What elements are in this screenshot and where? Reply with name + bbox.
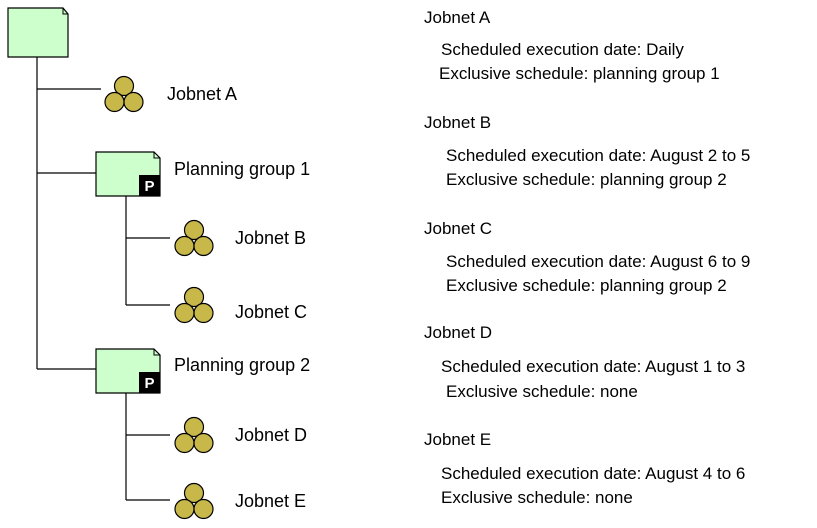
- tree-connectors: [36, 57, 170, 501]
- planning-group-1-label: Planning group 1: [174, 159, 310, 179]
- planning-badge-icon: [139, 372, 160, 393]
- jobnet-c-label: Jobnet C: [235, 302, 307, 322]
- jobnet-a-node[interactable]: Jobnet A: [104, 75, 237, 113]
- jobnet-a-label: Jobnet A: [167, 84, 237, 104]
- jobnet-e-label: Jobnet E: [235, 491, 306, 511]
- detail-jobnet-e-date: Scheduled execution date: August 4 to 6: [441, 464, 746, 483]
- planning-group-2-label: Planning group 2: [174, 355, 310, 375]
- detail-jobnet-d-name: Jobnet D: [424, 323, 493, 342]
- detail-jobnet-c-name: Jobnet C: [424, 219, 493, 238]
- detail-jobnet-e-exclusive: Exclusive schedule: none: [441, 488, 633, 507]
- planning-badge-letter: P: [144, 178, 154, 195]
- planning-group-1-node[interactable]: P Planning group 1: [95, 151, 310, 197]
- detail-jobnet-a-name: Jobnet A: [424, 8, 491, 27]
- detail-jobnet-d-exclusive: Exclusive schedule: none: [446, 382, 638, 401]
- jobnet-d-label: Jobnet D: [235, 425, 307, 445]
- planning-group-2-node[interactable]: P Planning group 2: [95, 348, 310, 394]
- planning-badge-icon: [139, 175, 160, 196]
- planning-badge-letter: P: [144, 375, 154, 392]
- jobnet-b-node[interactable]: Jobnet B: [174, 219, 306, 257]
- detail-jobnet-c-exclusive: Exclusive schedule: planning group 2: [446, 276, 727, 295]
- detail-jobnet-a-exclusive: Exclusive schedule: planning group 1: [439, 64, 720, 83]
- detail-jobnet-b-name: Jobnet B: [424, 113, 492, 132]
- detail-jobnet-b-exclusive: Exclusive schedule: planning group 2: [446, 170, 727, 189]
- jobnet-d-node[interactable]: Jobnet D: [174, 416, 307, 454]
- detail-jobnet-a-date: Scheduled execution date: Daily: [441, 40, 684, 59]
- detail-jobnet-b-date: Scheduled execution date: August 2 to 5: [446, 146, 751, 165]
- detail-jobnet-c-date: Scheduled execution date: August 6 to 9: [446, 252, 751, 271]
- detail-jobnet-d-date: Scheduled execution date: August 1 to 3: [441, 357, 746, 376]
- jobnet-c-node[interactable]: Jobnet C: [174, 286, 307, 324]
- detail-jobnet-e-name: Jobnet E: [424, 430, 492, 449]
- jobnet-b-label: Jobnet B: [235, 228, 306, 248]
- jobnet-e-node[interactable]: Jobnet E: [174, 482, 306, 520]
- root-group-folder-icon[interactable]: [7, 7, 69, 58]
